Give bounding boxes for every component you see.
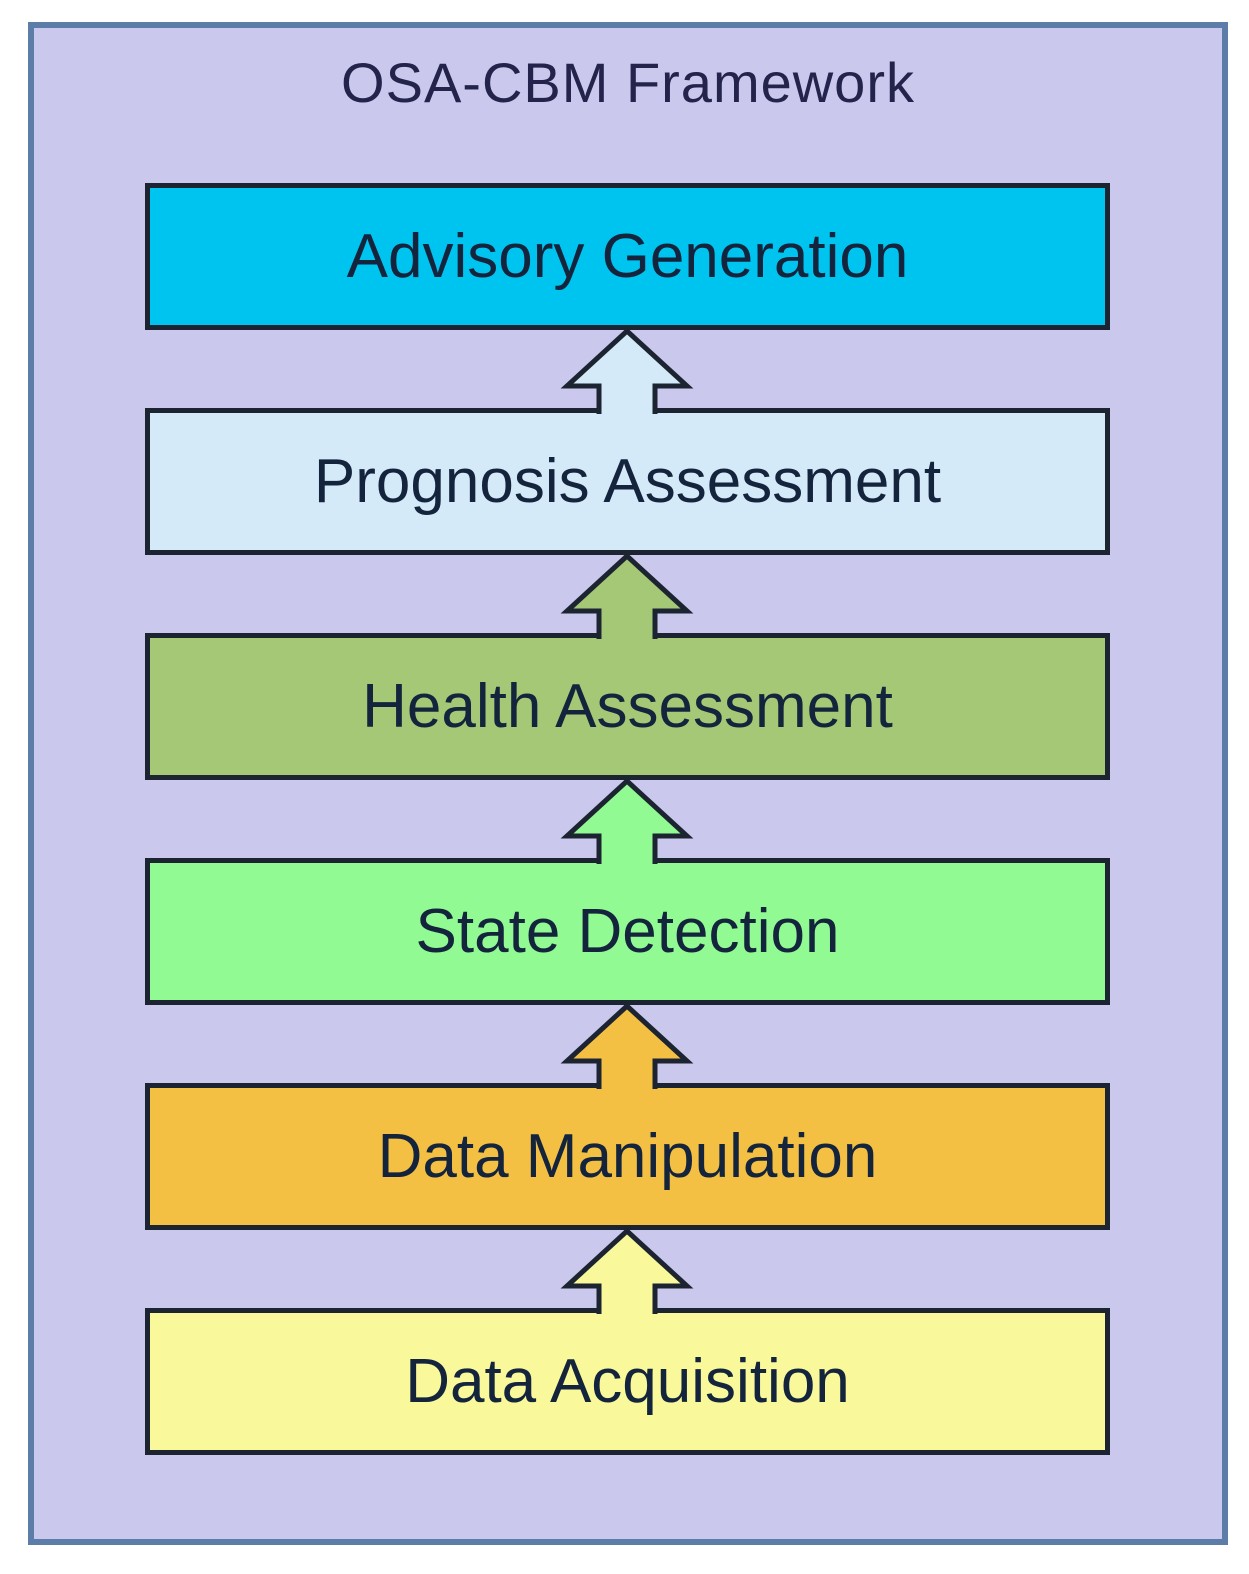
module-box-prognosis-assessment: Prognosis Assessment (145, 408, 1110, 555)
diagram-title: OSA-CBM Framework (341, 51, 915, 114)
up-arrow-icon (560, 1003, 694, 1089)
module-label: Advisory Generation (346, 222, 909, 291)
up-arrow-icon (560, 553, 694, 639)
module-box-state-detection: State Detection (145, 858, 1110, 1005)
module-box-data-manipulation: Data Manipulation (145, 1083, 1110, 1230)
up-arrow-icon (560, 1228, 694, 1314)
up-arrow-icon (560, 328, 694, 414)
up-arrow-icon (560, 778, 694, 864)
diagram-frame: OSA-CBM Framework Advisory Generation Pr… (28, 22, 1228, 1545)
module-label: State Detection (415, 897, 840, 966)
module-label: Data Manipulation (377, 1122, 878, 1191)
module-box-data-acquisition: Data Acquisition (145, 1308, 1110, 1455)
module-label: Health Assessment (362, 672, 893, 741)
module-box-advisory-generation: Advisory Generation (145, 183, 1110, 330)
module-label: Data Acquisition (405, 1347, 850, 1416)
module-box-health-assessment: Health Assessment (145, 633, 1110, 780)
module-label: Prognosis Assessment (313, 447, 942, 516)
